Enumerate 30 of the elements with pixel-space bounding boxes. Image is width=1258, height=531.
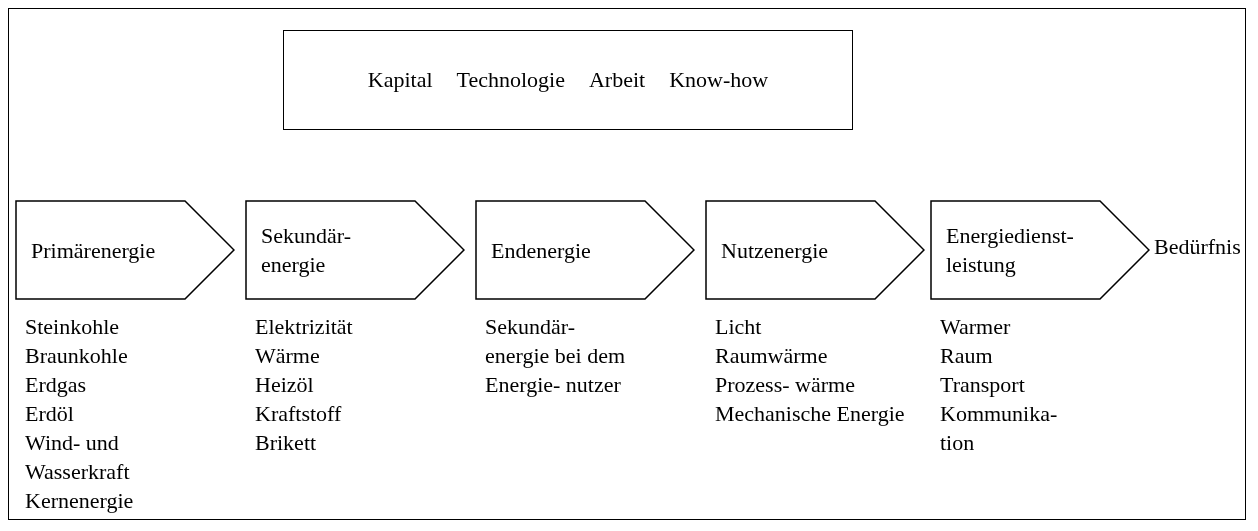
example-item: Braunkohle	[25, 342, 129, 370]
example-item: Transport	[940, 371, 1026, 399]
example-item: Raumwärme	[715, 342, 829, 370]
example-item: Wärme	[255, 342, 321, 370]
example-item: Steinkohle	[25, 313, 121, 341]
factor-label: Know-how	[669, 67, 769, 93]
example-item: Wind- und Wasserkraft	[25, 429, 131, 486]
stage-label: Endenergie	[491, 236, 592, 265]
stage-label: Sekundär- energie	[261, 222, 352, 279]
example-item: Kernenergie	[25, 487, 135, 515]
factor-label: Arbeit	[589, 67, 646, 93]
stage-label: Nutzenergie	[721, 236, 830, 265]
example-item: Elektrizität	[255, 313, 354, 341]
stage-label: Energiedienst- leistung	[946, 222, 1075, 279]
stage-label: Bedürfnis	[1154, 234, 1241, 259]
example-item: Heizöl	[255, 371, 315, 399]
example-item: Kraftstoff	[255, 400, 343, 428]
example-item: Brikett	[255, 429, 318, 457]
stage-label: Primärenergie	[31, 236, 157, 265]
example-item: Sekundär- energie bei dem Energie- nutzer	[485, 313, 627, 399]
example-item: Licht	[715, 313, 763, 341]
example-item: Erdgas	[25, 371, 88, 399]
factor-label: Kapital	[367, 67, 433, 93]
example-item: Kommunika- tion	[940, 400, 1059, 457]
input-box	[283, 30, 853, 130]
example-item: Mechanische Energie	[715, 400, 906, 428]
example-item: Warmer Raum	[940, 313, 1012, 370]
example-item: Prozess- wärme	[715, 371, 856, 399]
example-item: Erdöl	[25, 400, 75, 428]
factor-label: Technologie	[456, 67, 565, 93]
